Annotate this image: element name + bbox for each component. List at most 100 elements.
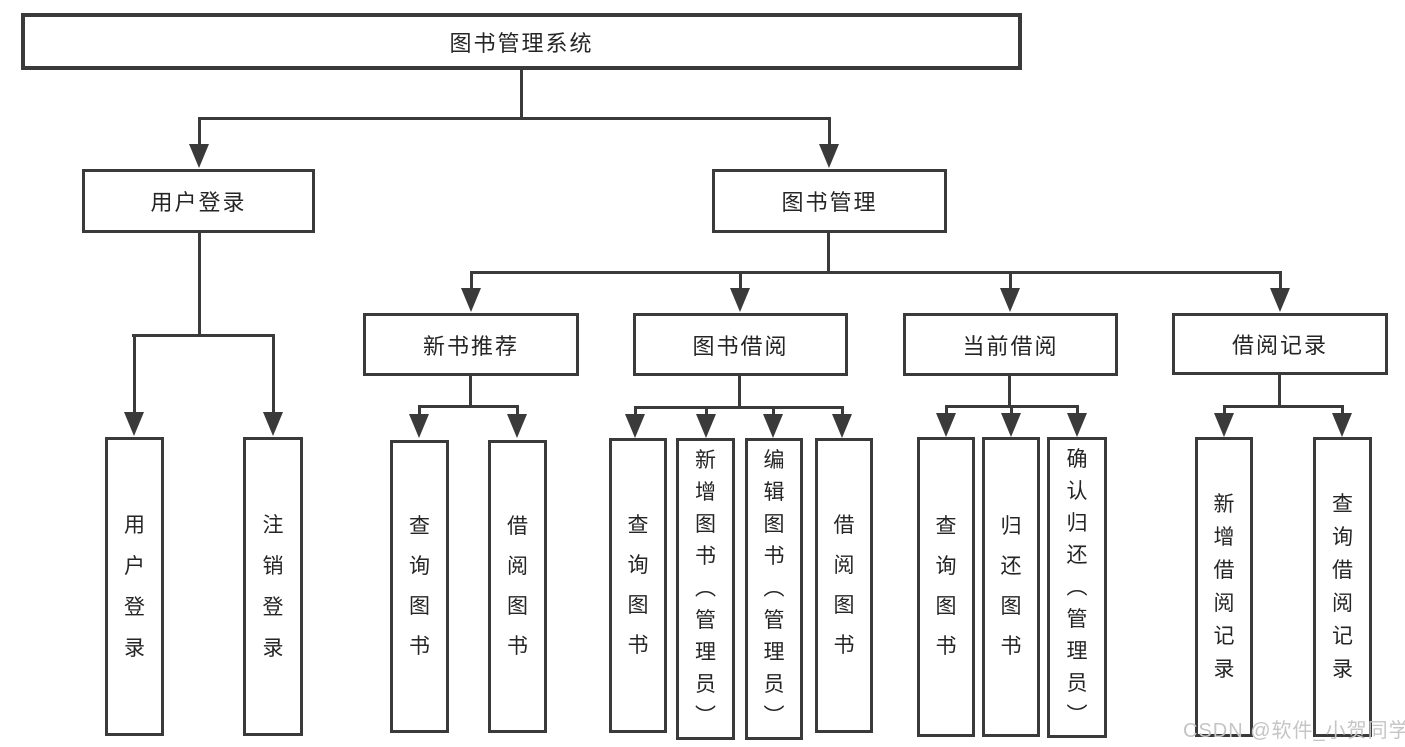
leaf-char: 记 [1213, 625, 1235, 648]
arrow-head-icon [1214, 413, 1234, 437]
leaf-char: 书 [409, 634, 430, 658]
flow-line [1278, 375, 1281, 406]
arrow-head-icon [763, 414, 783, 438]
leaf-char: 录 [1332, 658, 1353, 681]
leaf-char: 书 [833, 633, 855, 657]
arrow-shaft [1009, 271, 1012, 294]
arrow-head-icon [461, 288, 481, 312]
leaf-char: 理 [1066, 640, 1088, 663]
arrow-shaft [772, 406, 775, 420]
leaf-query-book-current: 查询图书 [917, 437, 975, 737]
leaf-char: 图 [935, 595, 957, 618]
flow-line [132, 334, 275, 337]
node-book-borrow: 图书借阅 [633, 313, 848, 376]
leaf-char: 用 [124, 513, 145, 537]
csdn-watermark: CSDN @软件_小贺同学 [1183, 720, 1405, 742]
arrow-shaft [705, 406, 708, 420]
arrow-shaft [828, 117, 831, 150]
leaf-query-book-newbook: 查询图书 [390, 440, 449, 733]
arrow-shaft [272, 334, 275, 418]
leaf-char: 管 [763, 609, 785, 632]
leaf-char: 增 [1213, 526, 1235, 549]
arrow-head-icon [1067, 413, 1087, 437]
flow-line [470, 271, 1281, 274]
leaf-char: 询 [627, 553, 649, 577]
leaf-char: 录 [124, 636, 145, 660]
leaf-char: 确 [1066, 448, 1088, 471]
arrow-shaft [1223, 405, 1226, 419]
leaf-char: 图 [1000, 595, 1022, 618]
arrow-shaft [1076, 405, 1079, 419]
arrow-shaft [470, 271, 473, 294]
leaf-char: 新 [1213, 493, 1235, 516]
leaf-char: 查 [1332, 493, 1353, 516]
leaf-char: 认 [1066, 480, 1088, 503]
leaf-add-book-admin: 新增图书︵管理员︶ [676, 438, 735, 740]
arrow-shaft [516, 405, 519, 420]
arrow-head-icon [1001, 413, 1021, 437]
leaf-char: 询 [1332, 526, 1353, 549]
flow-line [1008, 376, 1011, 407]
leaf-char: ︶ [1066, 704, 1088, 727]
arrow-shaft [418, 405, 421, 420]
arrow-head-icon [1000, 288, 1020, 312]
leaf-char: 询 [935, 555, 957, 578]
arrow-shaft [1279, 271, 1282, 294]
leaf-char: 查 [627, 513, 649, 537]
leaf-char: 图 [695, 513, 716, 536]
leaf-add-borrow-record: 新增借阅记录 [1195, 437, 1253, 737]
leaf-char: 销 [262, 554, 284, 578]
arrow-shaft [1341, 405, 1344, 419]
leaf-char: 查 [935, 515, 957, 538]
leaf-char: 管 [1066, 608, 1088, 631]
arrow-shaft [198, 117, 201, 150]
leaf-char: 管 [695, 609, 716, 632]
leaf-char: 登 [124, 595, 145, 619]
flow-line [1223, 405, 1344, 408]
leaf-char: 书 [507, 634, 528, 658]
leaf-char: 阅 [833, 553, 855, 577]
leaf-char: ︵ [695, 577, 716, 600]
flow-line [520, 70, 523, 118]
leaf-char: 辑 [763, 481, 785, 504]
arrow-head-icon [625, 414, 645, 438]
leaf-char: ︶ [763, 705, 785, 728]
leaf-char: 书 [1000, 635, 1022, 658]
arrow-head-icon [1270, 288, 1290, 312]
leaf-char: 增 [695, 481, 716, 504]
leaf-char: 图 [627, 593, 649, 617]
arrow-shaft [841, 406, 844, 420]
flow-line [469, 376, 472, 407]
arrow-head-icon [730, 288, 750, 312]
leaf-user-login: 用户登录 [105, 437, 164, 736]
arrow-shaft [1010, 405, 1013, 419]
arrow-head-icon [936, 413, 956, 437]
leaf-char: 借 [1213, 559, 1235, 582]
leaf-borrow-book-newbook: 借阅图书 [488, 440, 547, 733]
arrow-head-icon [1332, 413, 1352, 437]
arrow-head-icon [832, 414, 852, 438]
arrow-shaft [945, 405, 948, 419]
leaf-char: ︵ [763, 577, 785, 600]
flow-line [198, 117, 831, 120]
leaf-char: 借 [507, 514, 528, 538]
leaf-char: 书 [627, 633, 649, 657]
leaf-borrow-book: 借阅图书 [815, 438, 873, 733]
arrow-head-icon [189, 144, 209, 168]
flow-line [827, 233, 830, 274]
node-borrow-record: 借阅记录 [1172, 313, 1388, 375]
leaf-char: ︶ [695, 705, 716, 728]
leaf-char: 录 [262, 636, 284, 660]
leaf-return-book: 归还图书 [982, 437, 1040, 737]
arrow-shaft [133, 334, 136, 418]
leaf-query-book-borrow: 查询图书 [609, 438, 667, 733]
leaf-char: 询 [409, 554, 430, 578]
arrow-head-icon [819, 144, 839, 168]
leaf-char: 借 [833, 513, 855, 537]
node-library-system: 图书管理系统 [21, 13, 1022, 70]
leaf-char: 录 [1213, 658, 1235, 681]
leaf-query-borrow-record: 查询借阅记录 [1313, 437, 1372, 737]
leaf-char: 书 [935, 635, 957, 658]
leaf-char: 理 [763, 641, 785, 664]
